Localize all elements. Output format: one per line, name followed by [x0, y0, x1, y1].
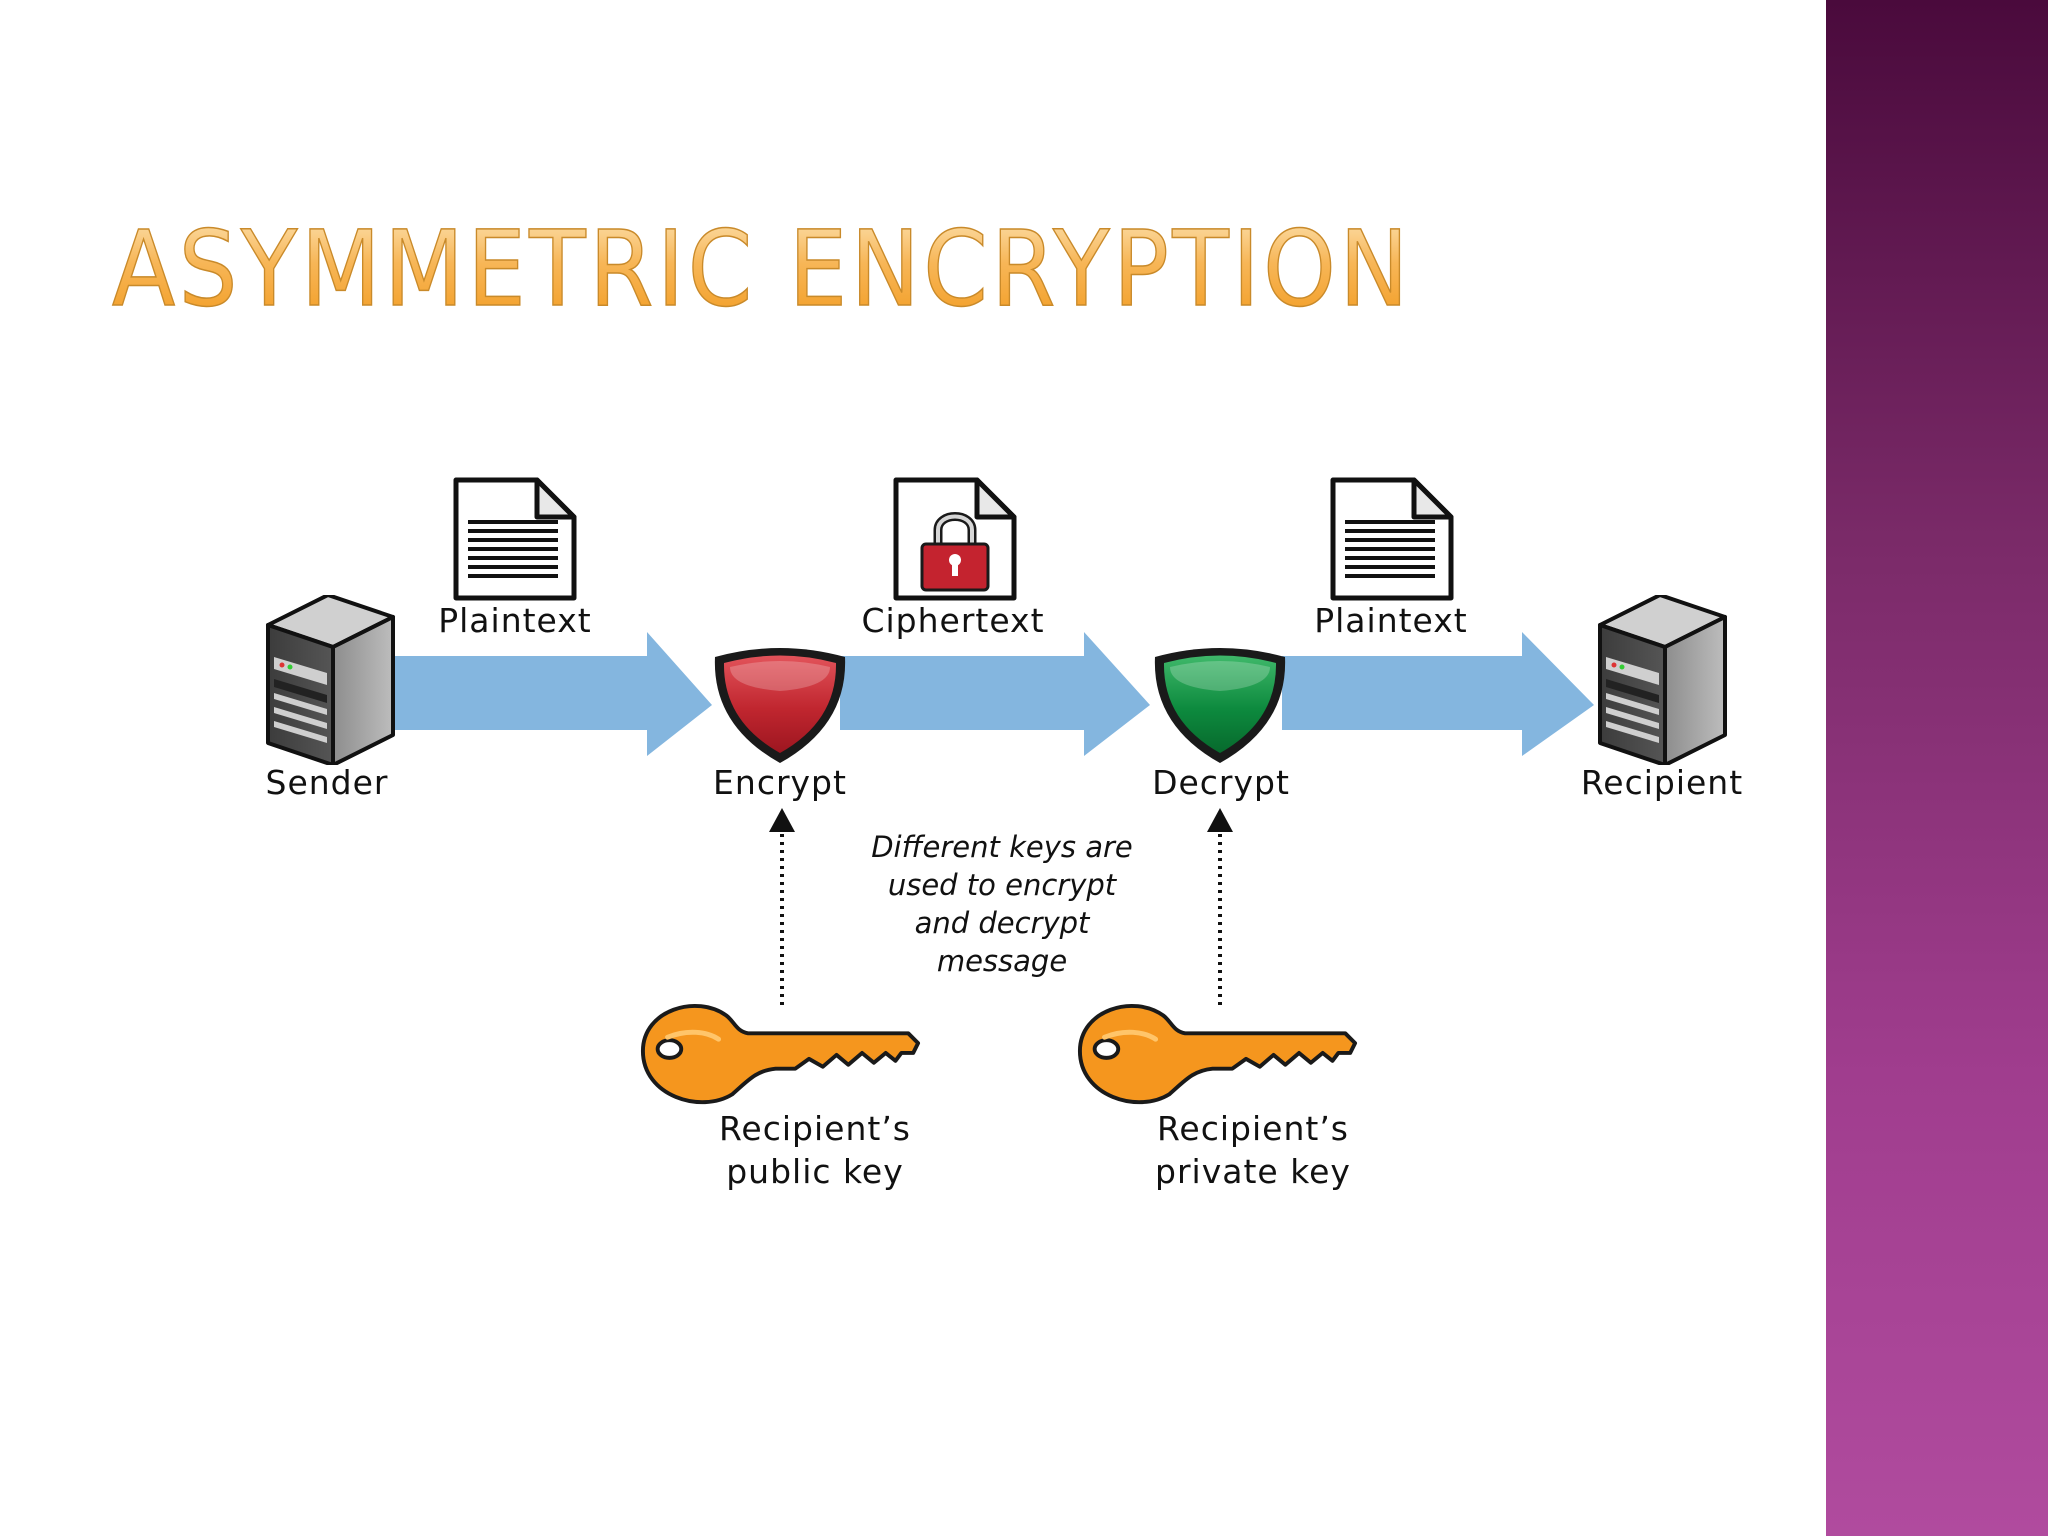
flow-arrow-1: [395, 632, 712, 756]
plaintext-document-icon-1: [456, 480, 574, 598]
ciphertext-label: Ciphertext: [861, 601, 1044, 640]
plaintext-label-1: Plaintext: [438, 601, 592, 640]
plaintext-label-2: Plaintext: [1314, 601, 1468, 640]
private-key-dotted-arrow: [1207, 808, 1233, 1005]
recipient-server-icon: [1598, 595, 1727, 765]
private-key-icon: [1080, 1006, 1355, 1102]
sender-server-icon: [266, 595, 395, 765]
public-key-label-line1: Recipient’s: [719, 1109, 911, 1148]
encrypt-shield-icon: [714, 648, 846, 763]
accent-side-bar: [1826, 0, 2048, 1536]
decrypt-shield-icon: [1154, 648, 1286, 763]
note-line-1: Different keys are: [871, 830, 1133, 864]
public-key-icon: [643, 1006, 918, 1102]
encrypt-label: Encrypt: [713, 763, 847, 802]
note-line-3: and decrypt: [915, 906, 1091, 940]
title-graphic: Asymmetric Encryption: [111, 207, 1412, 330]
note-text: Different keys are used to encrypt and d…: [871, 830, 1133, 978]
sender-label: Sender: [266, 763, 389, 802]
private-key-label-line2: private key: [1155, 1152, 1351, 1191]
flow-arrow-2: [840, 632, 1150, 756]
recipient-label: Recipient: [1581, 763, 1743, 802]
public-key-dotted-arrow: [769, 808, 795, 1005]
note-line-4: message: [937, 944, 1067, 978]
public-key-label-line2: public key: [726, 1152, 904, 1191]
flow-arrow-3: [1282, 632, 1594, 756]
page-title: Asymmetric Encryption: [112, 208, 1412, 330]
flow-arrows: [395, 632, 1594, 756]
plaintext-document-icon-2: [1333, 480, 1451, 598]
note-line-2: used to encrypt: [888, 868, 1118, 902]
ciphertext-document-icon: [896, 480, 1014, 598]
decrypt-label: Decrypt: [1152, 763, 1290, 802]
private-key-label-line1: Recipient’s: [1157, 1109, 1349, 1148]
